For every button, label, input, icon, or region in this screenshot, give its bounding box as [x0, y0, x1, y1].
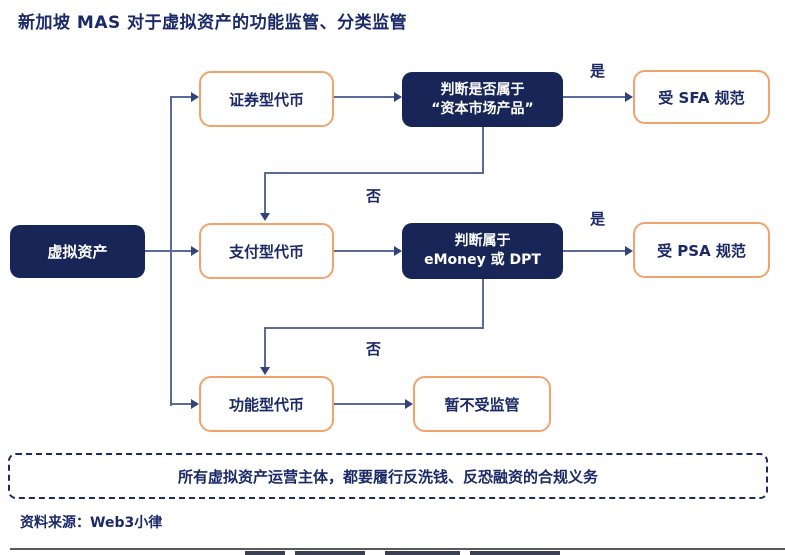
arrowhead-no2 — [260, 367, 270, 375]
connector-root-to-payment — [145, 250, 192, 252]
node-payment-token: 支付型代币 — [199, 223, 334, 279]
node-outcome-sfa: 受 SFA 规范 — [633, 70, 770, 124]
node-utility-token: 功能型代币 — [199, 376, 334, 432]
cropped-text-fragment — [295, 551, 365, 555]
node-virtual-asset: 虚拟资产 — [10, 225, 145, 278]
connector-payment-to-decision — [334, 250, 395, 252]
edge-label-yes-1: 是 — [590, 62, 606, 80]
compliance-note-box: 所有虚拟资产运营主体，都要履行反洗钱、反恐融资的合规义务 — [8, 453, 768, 499]
connector-to-utility — [170, 403, 192, 405]
decision-emoney-dpt-line2: eMoney 或 DPT — [424, 252, 541, 268]
edge-label-no-1: 否 — [366, 187, 382, 205]
connector-decision-to-sfa — [563, 96, 626, 98]
source-caption: 资料来源：Web3小律 — [20, 515, 163, 531]
arrowhead-utility-unregulated — [405, 399, 413, 409]
connector-no2-left — [264, 327, 484, 329]
edge-label-yes-2: 是 — [590, 210, 606, 228]
compliance-note-text: 所有虚拟资产运营主体，都要履行反洗钱、反恐融资的合规义务 — [177, 467, 598, 486]
connector-to-security — [170, 96, 192, 98]
connector-no2-down — [482, 279, 484, 329]
node-outcome-unregulated: 暂不受监管 — [413, 376, 551, 432]
arrowhead-to-security — [191, 92, 199, 102]
connector-no2-drop — [264, 327, 266, 368]
node-security-token: 证券型代币 — [199, 71, 334, 127]
arrowhead-payment-decision — [394, 246, 402, 256]
node-decision-capital-market: 判断是否属于 “资本市场产品” — [402, 72, 563, 127]
connector-decision-to-psa — [563, 250, 626, 252]
cropped-text-fragment — [470, 551, 560, 555]
connector-no1-left — [264, 172, 484, 174]
decision-capital-market-line1: 判断是否属于 — [440, 81, 525, 98]
arrowhead-to-utility — [191, 399, 199, 409]
node-outcome-psa: 受 PSA 规范 — [633, 222, 770, 278]
connector-no1-drop — [264, 172, 266, 214]
edge-label-no-2: 否 — [366, 340, 382, 358]
decision-capital-market-line2: “资本市场产品” — [431, 100, 534, 117]
connector-security-to-decision — [334, 96, 395, 98]
cropped-text-fragment — [245, 551, 285, 555]
connector-no1-down — [482, 127, 484, 174]
node-decision-emoney-dpt: 判断属于 eMoney 或 DPT — [402, 223, 563, 279]
connector-utility-to-unregulated — [334, 403, 406, 405]
page-title: 新加坡 MAS 对于虚拟资产的功能监管、分类监管 — [18, 13, 408, 33]
arrowhead-decision-sfa — [625, 92, 633, 102]
cropped-text-fragment — [385, 551, 460, 555]
arrowhead-decision-psa — [625, 246, 633, 256]
arrowhead-security-decision — [394, 92, 402, 102]
arrowhead-no1 — [260, 213, 270, 221]
arrowhead-to-payment — [191, 246, 199, 256]
bottom-divider — [10, 548, 785, 550]
decision-emoney-dpt-line1: 判断属于 — [454, 233, 511, 250]
